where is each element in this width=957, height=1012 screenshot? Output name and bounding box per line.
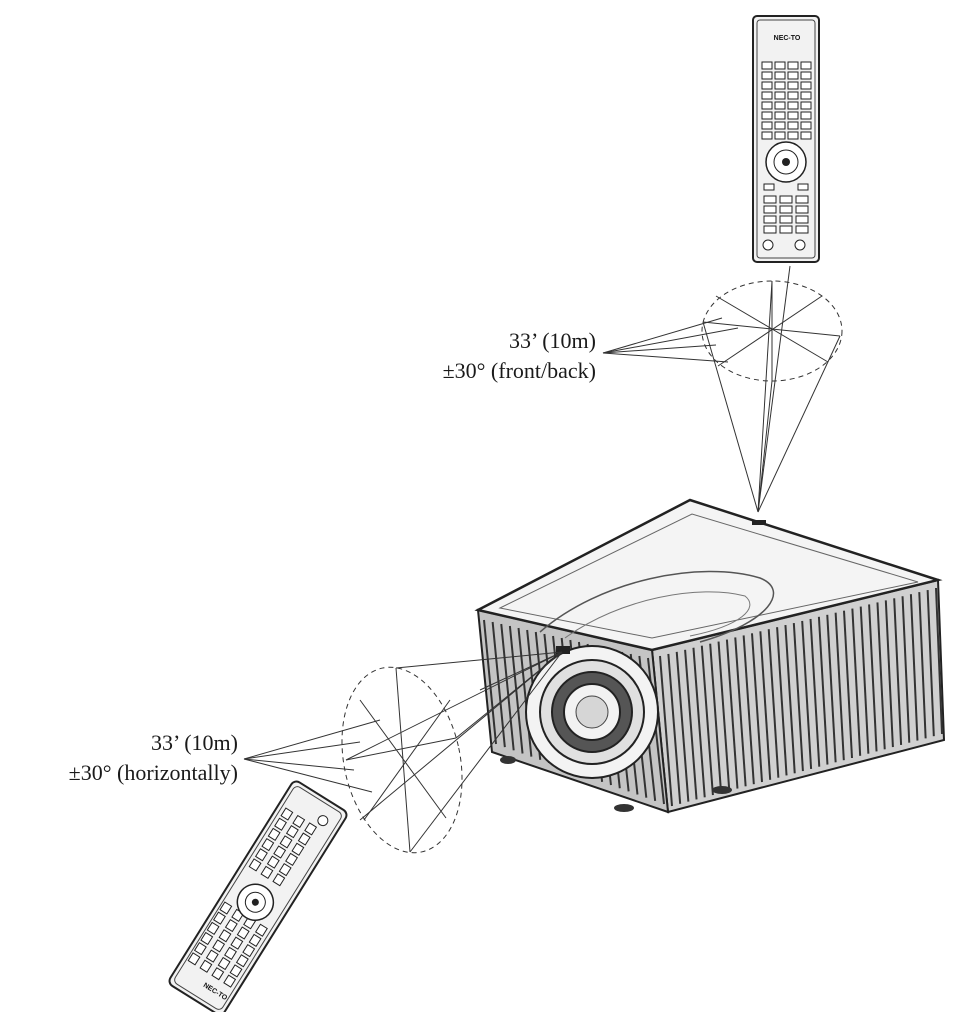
top-signal-cone bbox=[602, 265, 843, 513]
top-range-angle: ±30° (front/back) bbox=[442, 358, 596, 383]
top-remote-icon: NEC-TO bbox=[752, 15, 820, 263]
bottom-signal-cone bbox=[243, 651, 563, 854]
projector-icon bbox=[474, 498, 946, 814]
bottom-range-distance: 33’ (10m) bbox=[151, 730, 238, 755]
bottom-range-label: 33’ (10m) ±30° (horizontally) bbox=[69, 728, 238, 788]
top-range-label: 33’ (10m) ±30° (front/back) bbox=[443, 326, 596, 386]
bottom-remote-icon: NEC-TO bbox=[168, 780, 348, 1012]
top-range-distance: 33’ (10m) bbox=[509, 328, 596, 353]
bottom-range-angle: ±30° (horizontally) bbox=[68, 760, 238, 785]
projector-lens bbox=[525, 645, 659, 779]
top-remote-brand: NEC-TO bbox=[774, 35, 801, 42]
